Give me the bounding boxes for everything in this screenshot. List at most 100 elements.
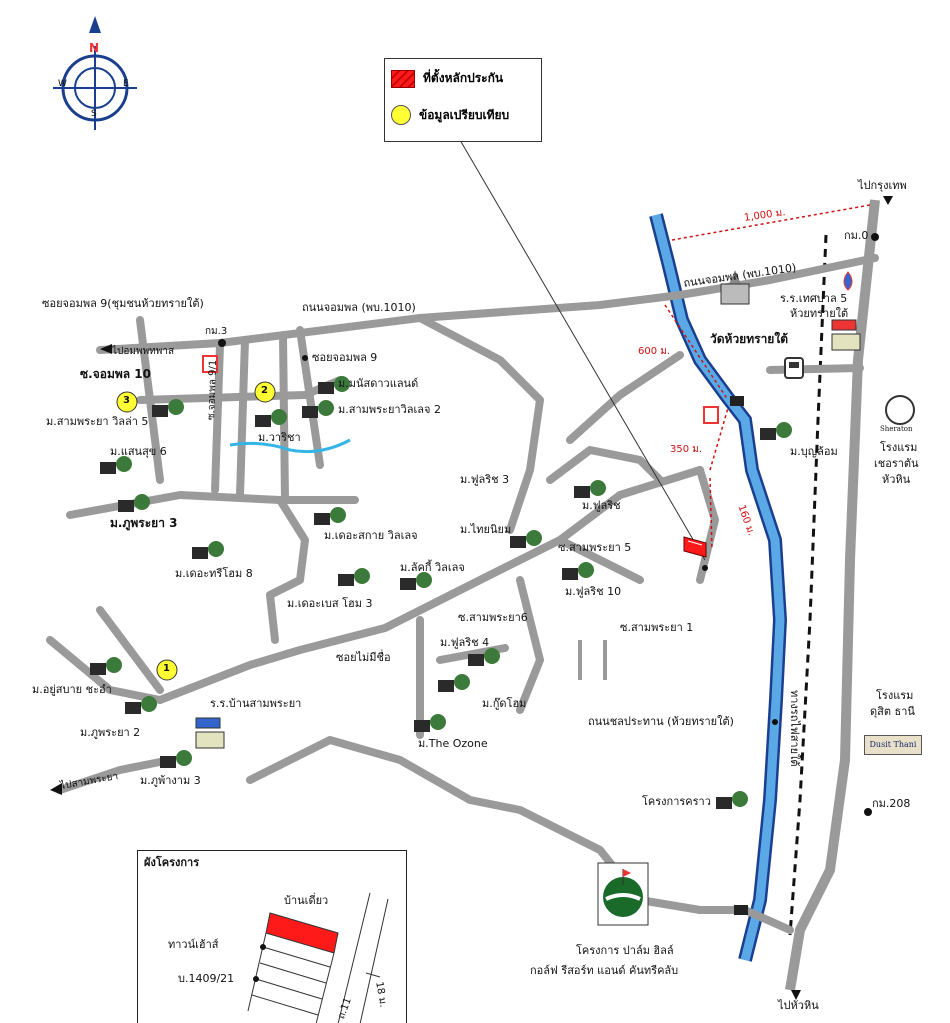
label-to-pran: ไปอมพพทพาส <box>112 346 175 357</box>
road-loop <box>546 446 664 484</box>
label-distance-350: 350 ม. <box>670 444 703 455</box>
legend-pointer <box>459 139 706 561</box>
bridge-jompol <box>730 396 744 406</box>
project-layout-inset: ผังโครงการ บ้านเดี่ยว ทาวน์เฮ้าส์ บ.1409… <box>137 850 407 1023</box>
house-icon <box>160 750 192 768</box>
label-soi-sampraya6: ซ.สามพระยา6 <box>458 611 528 624</box>
site-swatch-icon <box>391 69 415 88</box>
label-project: ม.บุญล้อม <box>790 445 838 458</box>
house-icon <box>760 422 792 440</box>
road-lower <box>246 736 794 934</box>
collateral-site-marker <box>683 536 707 558</box>
label-huaysai: ห้วยทรายใต้ <box>790 307 849 320</box>
inset-house-label: บ้านเดี่ยว <box>284 894 329 907</box>
km0-dot <box>871 233 879 241</box>
inset-house-plot <box>265 912 339 954</box>
house-icon <box>314 507 346 525</box>
label-sheraton-logo: Sheraton <box>880 425 913 433</box>
golf-logo-icon <box>597 862 649 926</box>
label-distance-600: 600 ม. <box>638 346 671 357</box>
label-soi-vertical: ซ.จอมพล 9/1 <box>206 359 220 421</box>
house-icon <box>338 568 370 586</box>
school-icon-sampraya <box>195 717 225 749</box>
arrow-bangkok <box>883 196 893 205</box>
label-chonprathan: ถนนชลประทาน (ห้วยทรายใต้) <box>588 715 734 728</box>
river-inner <box>651 213 785 962</box>
label-soi9-community: ซอยจอมพล 9(ชุมชนห้วยทรายใต้) <box>42 297 204 310</box>
distance-lines <box>664 204 871 551</box>
label-palm-hills-2: กอล์ฟ รีสอร์ท แอนด์ คันทรีคลับ <box>530 964 679 977</box>
road-short-east <box>766 364 864 374</box>
label-project: ม.ลัคกี้ วิลเลจ <box>400 561 465 574</box>
bridge-lower <box>734 905 748 915</box>
label-project: ม.สามพระยา วิลล่า 5 <box>46 415 149 428</box>
train-icon <box>784 357 804 379</box>
label-project: ม.ภูพระยา 3 <box>110 516 178 530</box>
road-soi-vertical-2 <box>236 336 249 499</box>
label-project: ม.ไทยนิยม <box>460 523 512 536</box>
house-icon <box>152 399 184 417</box>
label-project: ม.อยู่สบาย ชะอำ <box>32 683 112 696</box>
road-north-connector <box>416 314 544 534</box>
label-project: ม.เดอะสกาย วิลเลจ <box>324 529 418 542</box>
label-project: ม.ภูพ้างาม 3 <box>140 774 201 787</box>
road-soi-sampraya1 <box>696 466 719 584</box>
store-icon-2 <box>703 406 719 424</box>
label-sheraton-2: เชอราตัน <box>874 457 919 470</box>
label-sheraton-3: หัวหิน <box>882 473 911 486</box>
compare-number-2: 2 <box>261 385 268 396</box>
road-soi-vertical-1 <box>211 341 224 494</box>
label-project: ม.เดอะทรีโฮม 8 <box>175 567 253 580</box>
soi9-dot <box>302 355 308 361</box>
chonprathan-dot <box>772 719 778 725</box>
house-icon <box>716 791 748 809</box>
road-central <box>156 466 704 704</box>
school-icon-tessaban <box>831 319 861 351</box>
label-project: ม.ฟูลริช <box>582 499 621 512</box>
label-project: ม.ภูพระยา 2 <box>80 726 141 739</box>
label-soi-sampraya5: ซ.สามพระยา 5 <box>558 541 632 554</box>
road-soi-vertical-4 <box>296 326 324 469</box>
compare-number-3: 3 <box>123 395 130 406</box>
compare-swatch-icon <box>391 105 411 125</box>
label-project: ม.วาริชา <box>258 431 301 444</box>
inset-townhouse-label: ทาวน์เฮ้าส์ <box>168 938 219 951</box>
label-school-tessaban: ร.ร.เทศบาล 5 <box>780 292 848 305</box>
house-icon <box>438 674 470 692</box>
legend-compare: ข้อมูลเปรียบเทียบ <box>391 105 509 125</box>
label-project: ม.มนัสดาวแลนด์ <box>338 377 419 390</box>
inset-dot <box>260 944 266 950</box>
label-to-huahin: ไปหัวหิน <box>778 999 819 1012</box>
road-southwest <box>56 756 174 794</box>
inset-canvas <box>247 892 389 1023</box>
label-sheraton-1: โรงแรม <box>880 441 918 454</box>
arrow-huahin <box>791 990 801 1000</box>
housing-icons <box>90 376 792 809</box>
inset-dot <box>253 976 259 982</box>
house-icon <box>562 562 594 580</box>
sheraton-logo-icon <box>885 395 915 425</box>
compass-rose <box>53 16 137 130</box>
house-icon <box>400 572 432 590</box>
road-west <box>46 636 164 704</box>
label-dusit-1: โรงแรม <box>876 689 914 702</box>
label-project: ม.ฟูลริช 3 <box>460 473 510 486</box>
label-project: ม.ฟูลริช 4 <box>440 636 490 649</box>
house-icon <box>574 480 606 498</box>
wat-temple-icon <box>720 270 750 305</box>
label-krao: โครงการคราว <box>642 795 711 808</box>
label-project: ม.แสนสุข 6 <box>110 445 167 458</box>
label-soi-noname: ซอยไม่มีชื่อ <box>336 651 391 664</box>
road-network <box>46 254 879 934</box>
compare-number-1: 1 <box>163 663 170 674</box>
label-school-sampraya: ร.ร.บ้านสามพระยา <box>210 697 302 710</box>
road-spur <box>578 640 607 680</box>
house-icon <box>255 409 287 427</box>
house-icon <box>125 696 157 714</box>
house-icon <box>100 456 132 474</box>
canal <box>229 438 351 454</box>
label-km3: กม.3 <box>205 326 228 337</box>
compare-marker-3 <box>116 391 138 413</box>
